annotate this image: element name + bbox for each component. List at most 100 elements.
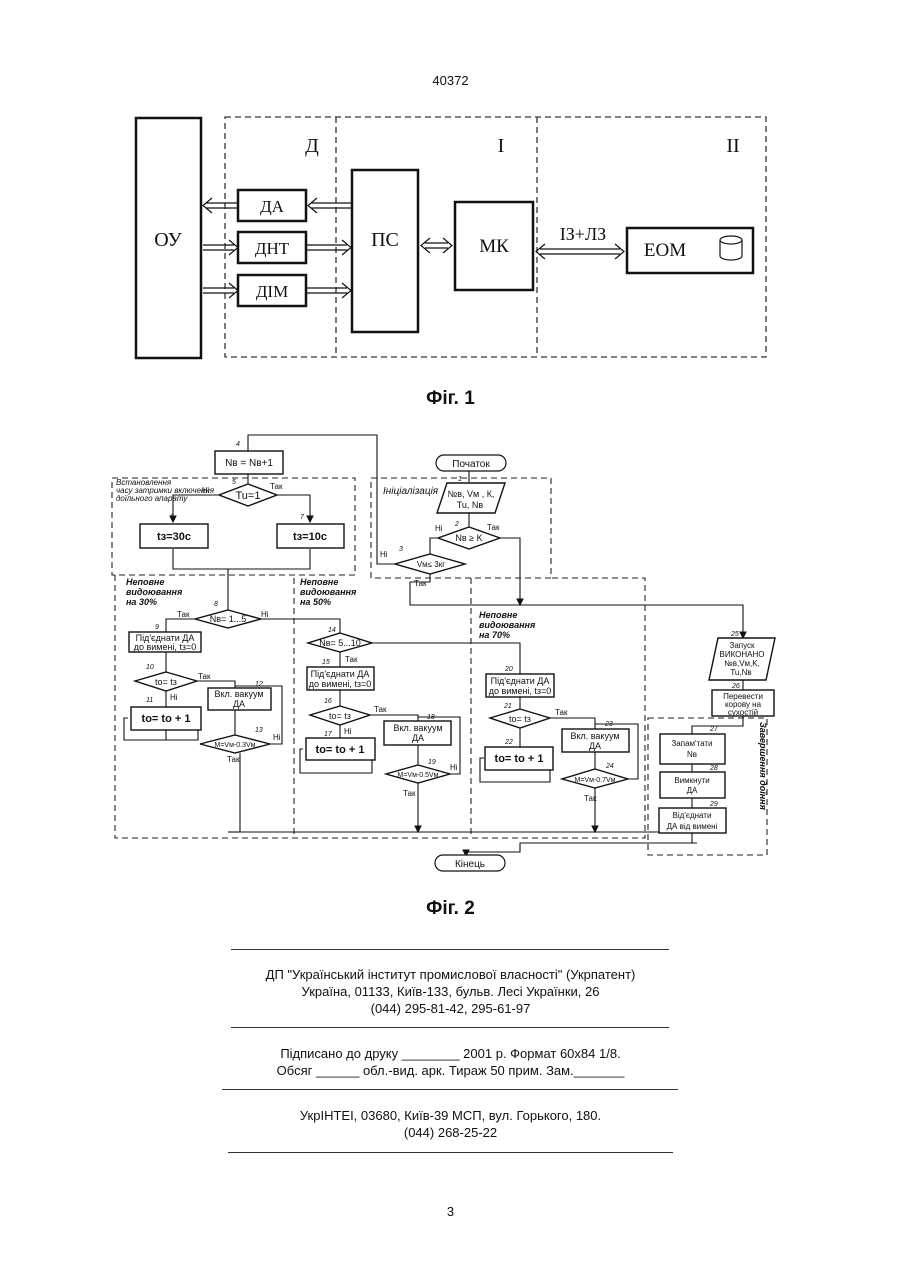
svg-text:12: 12 <box>255 681 263 688</box>
svg-text:Ні: Ні <box>273 733 281 742</box>
divider <box>231 949 669 950</box>
svg-text:18: 18 <box>427 714 435 721</box>
svg-text:5: 5 <box>232 479 236 486</box>
svg-text:Так: Так <box>198 672 211 681</box>
ukrintei-address: УкрІНТЕІ, 03680, Київ-39 МСП, вул. Горьк… <box>0 1107 901 1124</box>
block-eom-label: ЕОМ <box>644 240 686 261</box>
ukrintei-phone: (044) 268-25-22 <box>0 1124 901 1141</box>
svg-text:26: 26 <box>731 683 740 690</box>
svg-text:Так: Так <box>584 794 597 803</box>
block-ou-label: ОУ <box>154 229 182 251</box>
zone-finish-label: Завершення доїння <box>758 722 768 811</box>
svg-text:tо= tз: tо= tз <box>509 714 531 724</box>
svg-text:21: 21 <box>503 703 512 710</box>
document-number: 40372 <box>0 73 901 88</box>
figure-2-caption: Фіг. 2 <box>0 898 901 920</box>
svg-text:Ні: Ні <box>450 763 458 772</box>
publisher-phone: (044) 295-81-42, 295-61-97 <box>0 1000 901 1017</box>
svg-text:tо= tз: tо= tз <box>155 677 177 687</box>
svg-text:на 70%: на 70% <box>479 630 510 640</box>
svg-text:Ні: Ні <box>261 610 269 619</box>
svg-text:27: 27 <box>709 726 719 733</box>
svg-text:Під'єднати ДА: Під'єднати ДА <box>491 676 550 686</box>
svg-text:ВИКОНАНО: ВИКОНАНО <box>720 650 765 659</box>
svg-text:Так: Так <box>555 708 568 717</box>
svg-text:Nв: Nв <box>687 750 697 759</box>
svg-text:Вимкнути: Вимкнути <box>674 776 709 785</box>
svg-text:Запам'тати: Запам'тати <box>671 739 712 748</box>
divider <box>222 1089 678 1090</box>
svg-text:на 50%: на 50% <box>300 597 331 607</box>
svg-text:14: 14 <box>328 627 336 634</box>
svg-text:7: 7 <box>300 514 305 521</box>
svg-text:4: 4 <box>236 441 240 448</box>
svg-text:Tu=1: Tu=1 <box>236 490 261 502</box>
print-info-2: Обсяг ______ обл.-вид. арк. Тираж 50 при… <box>0 1062 901 1079</box>
svg-text:Nв ≥ K: Nв ≥ K <box>455 533 482 543</box>
svg-text:Tu,Nв: Tu,Nв <box>730 668 751 677</box>
svg-text:16: 16 <box>324 698 332 705</box>
svg-text:tо= tз: tо= tз <box>329 711 351 721</box>
svg-text:17: 17 <box>324 731 333 738</box>
svg-text:6: 6 <box>170 514 174 521</box>
svg-text:Запуск: Запуск <box>729 641 755 650</box>
svg-text:11: 11 <box>146 697 153 704</box>
svg-text:25: 25 <box>730 631 739 638</box>
svg-text:tо= tо + 1: tо= tо + 1 <box>316 744 365 756</box>
divider <box>228 1152 673 1153</box>
svg-text:Ні: Ні <box>435 524 443 533</box>
svg-text:на 30%: на 30% <box>126 597 157 607</box>
svg-text:9: 9 <box>155 624 159 631</box>
svg-text:Nв= 5...10: Nв= 5...10 <box>319 638 361 648</box>
svg-text:Вкл. вакуум: Вкл. вакуум <box>393 723 442 733</box>
svg-text:Ні: Ні <box>380 550 388 559</box>
block-dnt-label: ДНТ <box>255 239 290 258</box>
svg-text:23: 23 <box>604 721 613 728</box>
svg-text:Кінець: Кінець <box>455 859 485 870</box>
svg-text:M=Vм-0.5Vм: M=Vм-0.5Vм <box>398 772 439 779</box>
svg-text:10: 10 <box>146 664 154 671</box>
block-ps <box>352 170 418 332</box>
svg-text:Так: Так <box>345 655 358 664</box>
svg-text:Так: Так <box>374 705 387 714</box>
svg-text:3: 3 <box>399 546 403 553</box>
svg-text:15: 15 <box>322 659 330 666</box>
svg-text:29: 29 <box>709 801 718 808</box>
svg-text:2: 2 <box>454 521 459 528</box>
svg-text:M=Vм-0.3Vм: M=Vм-0.3Vм <box>215 742 256 749</box>
svg-text:№в, Vм , К,: №в, Vм , К, <box>448 489 495 499</box>
print-info-1: Підписано до друку ________ 2001 р. Форм… <box>0 1045 901 1062</box>
svg-text:видоювання: видоювання <box>126 587 183 597</box>
svg-text:Неповне: Неповне <box>126 577 164 587</box>
svg-text:Початок: Початок <box>452 459 490 470</box>
zone-label-i: І <box>498 135 505 157</box>
svg-text:до вимені, tз=0: до вимені, tз=0 <box>489 686 552 696</box>
svg-text:28: 28 <box>709 765 718 772</box>
svg-text:Від'єднати: Від'єднати <box>673 811 712 820</box>
svg-text:24: 24 <box>605 763 614 770</box>
publisher-org: ДП "Український інститут промислової вла… <box>0 966 901 983</box>
svg-text:22: 22 <box>504 739 513 746</box>
svg-text:Ні: Ні <box>170 693 178 702</box>
svg-text:Вкл. вакуум: Вкл. вакуум <box>214 689 263 699</box>
svg-text:видоювання: видоювання <box>479 620 536 630</box>
svg-text:13: 13 <box>255 727 263 734</box>
block-mk-label: МК <box>479 236 509 257</box>
zone-init-label: Ініціалізація <box>383 486 439 497</box>
svg-text:до вимені, tз=0: до вимені, tз=0 <box>309 679 372 689</box>
svg-text:Під'єднати ДА: Під'єднати ДА <box>311 669 370 679</box>
svg-text:Nв = Nв+1: Nв = Nв+1 <box>225 458 273 469</box>
svg-text:Неповне: Неповне <box>300 577 338 587</box>
svg-text:Так: Так <box>270 482 283 491</box>
svg-text:до вимені, tз=0: до вимені, tз=0 <box>134 642 197 652</box>
svg-text:сухостій: сухостій <box>728 708 758 717</box>
page-number: 3 <box>0 1204 901 1219</box>
block-ps-label: ПС <box>371 229 399 251</box>
svg-text:19: 19 <box>428 759 436 766</box>
svg-text:tо= tо + 1: tо= tо + 1 <box>495 753 544 765</box>
svg-text:Так: Так <box>227 755 240 764</box>
svg-text:M=Vм-0.7Vм: M=Vм-0.7Vм <box>575 777 616 784</box>
zone-label-ii: ІІ <box>726 135 739 157</box>
svg-text:20: 20 <box>504 666 513 673</box>
link-label: ІЗ+ЛЗ <box>560 224 606 244</box>
